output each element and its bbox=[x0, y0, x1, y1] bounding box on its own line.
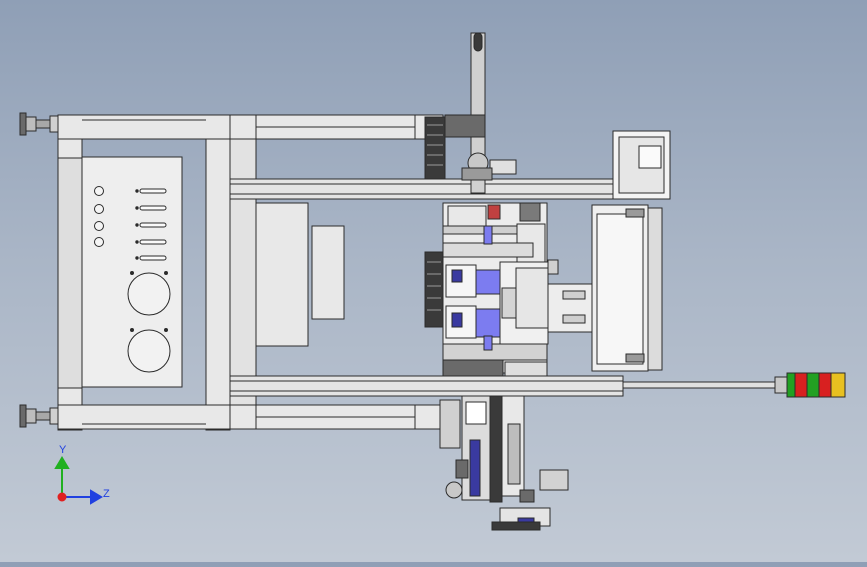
guide-rail-lower[interactable] bbox=[229, 375, 624, 397]
tower-segment-red bbox=[794, 372, 808, 398]
electrical-cabinet[interactable] bbox=[255, 202, 345, 347]
switch-slot bbox=[139, 188, 167, 194]
tray-drawer[interactable] bbox=[591, 204, 663, 372]
vertical-arm[interactable] bbox=[444, 32, 517, 194]
tower-segment-green bbox=[786, 372, 796, 398]
tower-segment-green bbox=[806, 372, 820, 398]
switch-slots bbox=[135, 188, 167, 261]
indicator-light bbox=[94, 221, 104, 231]
display-box[interactable] bbox=[612, 130, 671, 200]
cable-chain-upper[interactable] bbox=[424, 116, 446, 180]
leveling-foot-top[interactable] bbox=[19, 112, 59, 136]
control-panel[interactable] bbox=[81, 156, 183, 388]
guide-rail-upper[interactable] bbox=[229, 178, 624, 200]
leveling-foot-bottom[interactable] bbox=[19, 404, 59, 428]
signal-tower[interactable] bbox=[622, 372, 846, 398]
switch-slot bbox=[139, 205, 167, 211]
round-cutout-lower bbox=[127, 329, 171, 373]
work-module[interactable] bbox=[442, 202, 559, 377]
z-axis-label: Z bbox=[103, 488, 110, 500]
coordinate-triad: Y Z bbox=[54, 444, 110, 505]
indicator-light bbox=[94, 237, 104, 247]
origin-point bbox=[57, 492, 67, 502]
switch-slot bbox=[139, 255, 167, 261]
tower-segment-red bbox=[818, 372, 832, 398]
round-cutout-upper bbox=[127, 272, 171, 316]
switch-slot bbox=[139, 222, 167, 228]
indicator-light bbox=[94, 204, 104, 214]
indicator-light bbox=[94, 186, 104, 196]
main-frame[interactable] bbox=[57, 114, 444, 431]
y-axis-label: Y bbox=[59, 444, 67, 456]
lower-actuator[interactable] bbox=[439, 395, 569, 531]
tower-segment-yellow bbox=[830, 372, 846, 398]
indicator-lights bbox=[94, 186, 104, 247]
cable-chain-middle[interactable] bbox=[424, 251, 444, 328]
switch-slot bbox=[139, 239, 167, 245]
clamp-assembly[interactable] bbox=[547, 283, 597, 333]
